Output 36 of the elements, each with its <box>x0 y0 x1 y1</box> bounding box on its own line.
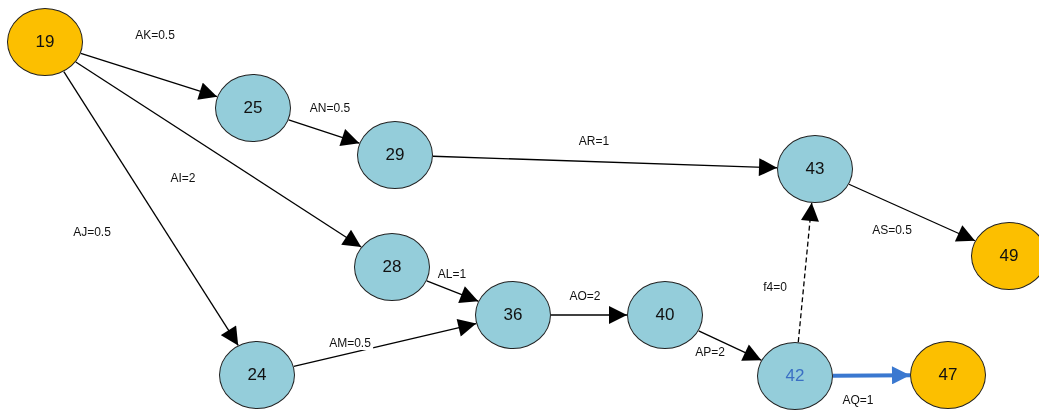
arrow <box>80 52 218 100</box>
node-number: 25 <box>243 98 263 118</box>
node-number: 47 <box>938 365 958 385</box>
node-number: 42 <box>785 366 805 386</box>
node-number: 43 <box>805 159 825 179</box>
arrow <box>797 202 819 343</box>
arrow <box>426 280 479 303</box>
arrow <box>833 366 910 385</box>
node-number: 36 <box>503 305 523 325</box>
node-number: 28 <box>382 257 402 277</box>
arrow <box>75 61 362 248</box>
node-number: 49 <box>999 246 1019 266</box>
arrow <box>288 119 360 147</box>
edge-label: AQ=1 <box>840 393 876 407</box>
edge-label: f4=0 <box>761 280 789 294</box>
edge-label: AR=1 <box>576 134 612 148</box>
edge-label: AI=2 <box>168 171 198 185</box>
node-number: 40 <box>655 305 675 325</box>
node-number: 29 <box>385 145 405 165</box>
arrow <box>848 183 976 242</box>
arrow <box>293 318 477 368</box>
edge-label: AJ=0.5 <box>71 225 113 239</box>
arrow <box>550 306 628 324</box>
edge-label: AL=1 <box>435 267 469 281</box>
node-number: 24 <box>247 365 267 385</box>
arrow <box>698 330 762 361</box>
edge-label: AS=0.5 <box>870 223 914 237</box>
edge-label: AP=2 <box>693 345 727 359</box>
node-number: 19 <box>35 32 55 52</box>
edge-label: AO=2 <box>567 289 603 303</box>
event-node <box>971 222 1039 290</box>
arrow <box>63 70 239 347</box>
arrow <box>432 155 778 177</box>
edge-label: AM=0.5 <box>327 336 373 350</box>
edge-label: AN=0.5 <box>307 101 353 115</box>
edge-label: AK=0.5 <box>133 28 177 42</box>
